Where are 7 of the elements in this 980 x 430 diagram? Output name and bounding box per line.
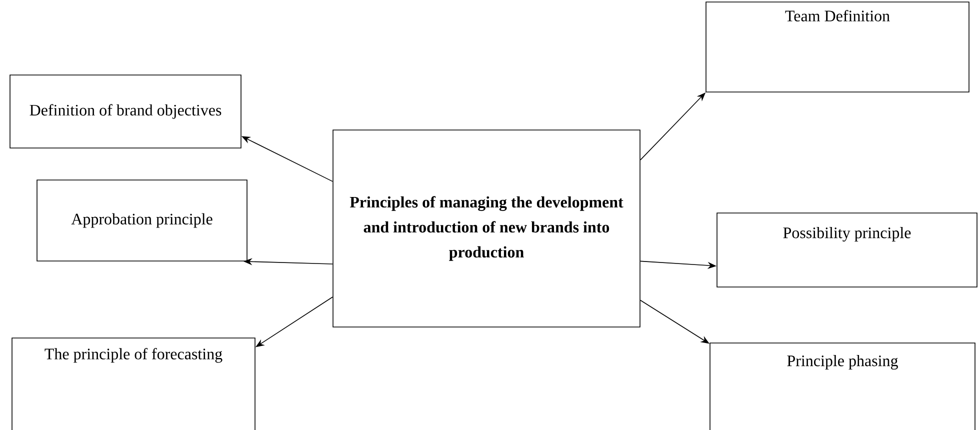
principle-box: Principle phasing [710, 342, 976, 430]
principle-box: Possibility principle [716, 212, 978, 288]
principle-box: The principle of forecasting [12, 338, 256, 430]
principle-box: Team Definition [706, 2, 970, 92]
principle-box: Approbation principle [36, 180, 248, 262]
title-box: Principles of managing the development and introduction of new brands into production [332, 130, 640, 328]
principle-box: Definition of brand objectives [10, 74, 242, 148]
